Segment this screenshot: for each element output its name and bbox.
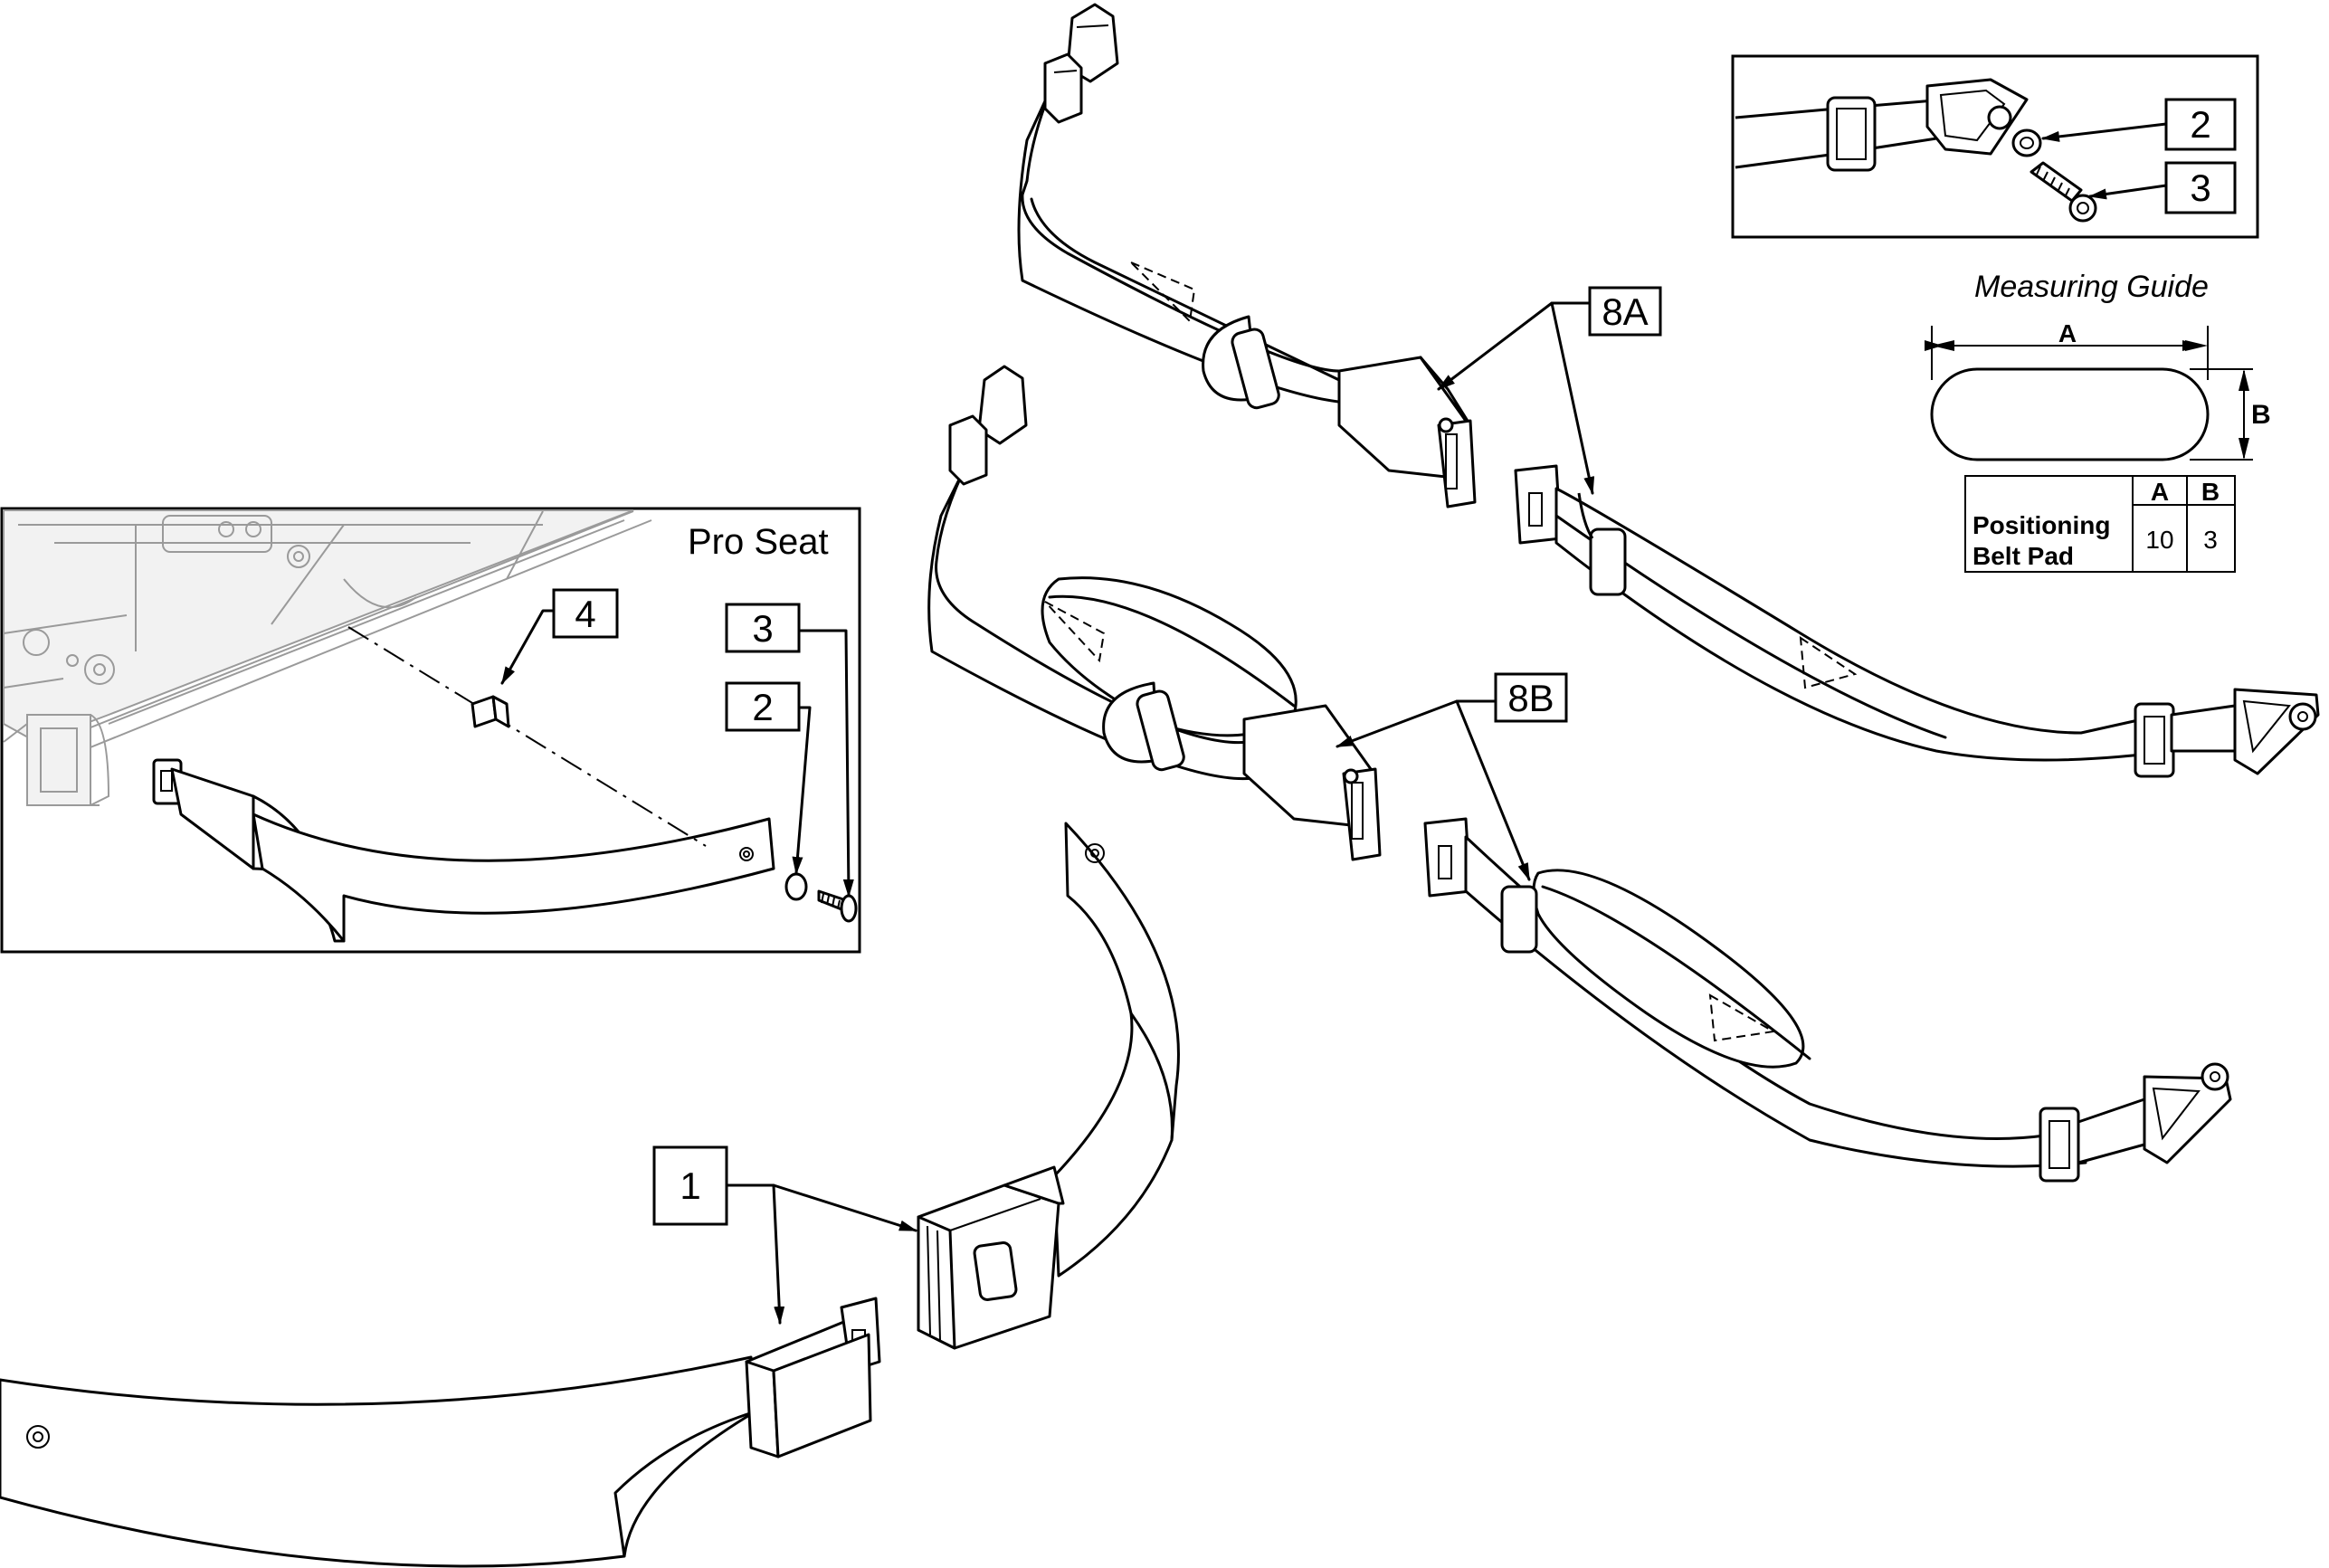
pad-outline <box>1930 367 2210 461</box>
table-header-b: B <box>2201 478 2220 506</box>
belt-8a-assembly <box>1017 3 2320 778</box>
lap-belt-assembly <box>0 822 1180 1568</box>
inset-washer <box>784 872 808 901</box>
callout-3-inset: 3 <box>725 603 801 653</box>
dim-b-label: B <box>2251 400 2271 430</box>
callout-1: 1 <box>652 1145 917 1325</box>
detail-screw <box>2030 161 2097 223</box>
belt-8b-right-strap <box>1423 817 2232 1183</box>
belt-8a-buckle <box>1337 356 1477 508</box>
callout-8a-label: 8A <box>1602 290 1648 333</box>
callout-3-detail-label: 3 <box>2190 166 2210 209</box>
belt-8a-top-clip <box>1043 3 1119 124</box>
belt-8b-right-pad <box>1532 869 1805 1069</box>
pro-seat-inset: Pro Seat <box>0 507 861 954</box>
belt-8a-left-strap <box>1017 80 1350 404</box>
belt-8b-top-clip <box>948 365 1028 486</box>
callout-8a: 8A <box>1437 286 1662 495</box>
table-row-label-2: Belt Pad <box>1973 542 2074 570</box>
seat-frame-drawing <box>3 509 652 806</box>
callout-3-inset-label: 3 <box>752 607 773 650</box>
pro-seat-title: Pro Seat <box>688 522 829 562</box>
inset-screw <box>817 889 858 923</box>
measuring-guide-title: Measuring Guide <box>1974 270 2209 304</box>
belt-8b-left-strap <box>927 460 1255 781</box>
measuring-guide: Measuring Guide A B A B Positioning Belt… <box>1925 270 2271 573</box>
callout-2-detail: 2 <box>2164 98 2237 151</box>
detail-washer <box>2011 128 2042 157</box>
table-row-label-1: Positioning <box>1973 511 2110 539</box>
callout-8b-label: 8B <box>1507 677 1554 719</box>
callout-2-inset-label: 2 <box>752 686 773 728</box>
measuring-table: A B Positioning Belt Pad 10 3 <box>1964 475 2236 573</box>
dim-a-label: A <box>2058 319 2077 347</box>
callout-4: 4 <box>552 588 619 639</box>
callout-8b: 8B <box>1336 672 1568 881</box>
inset-strap <box>252 813 775 943</box>
table-header-a: A <box>2151 478 2169 506</box>
callout-1-label: 1 <box>680 1164 700 1207</box>
belt-8b-buckle <box>1242 704 1382 861</box>
lap-belt-buckle <box>917 1165 1065 1350</box>
table-value-a: 10 <box>2145 526 2173 554</box>
table-value-b: 3 <box>2203 526 2218 554</box>
callout-2-detail-label: 2 <box>2190 103 2210 146</box>
lap-belt-upper-strap <box>1052 822 1180 1278</box>
lap-belt-tongue <box>745 1297 881 1459</box>
lap-belt-lower-strap <box>0 1355 757 1568</box>
callout-4-label: 4 <box>575 593 595 635</box>
nut-part <box>471 695 510 728</box>
callout-3-detail: 3 <box>2164 161 2237 214</box>
callout-2-inset: 2 <box>725 681 801 732</box>
belt-8a-right-strap <box>1514 464 2320 778</box>
